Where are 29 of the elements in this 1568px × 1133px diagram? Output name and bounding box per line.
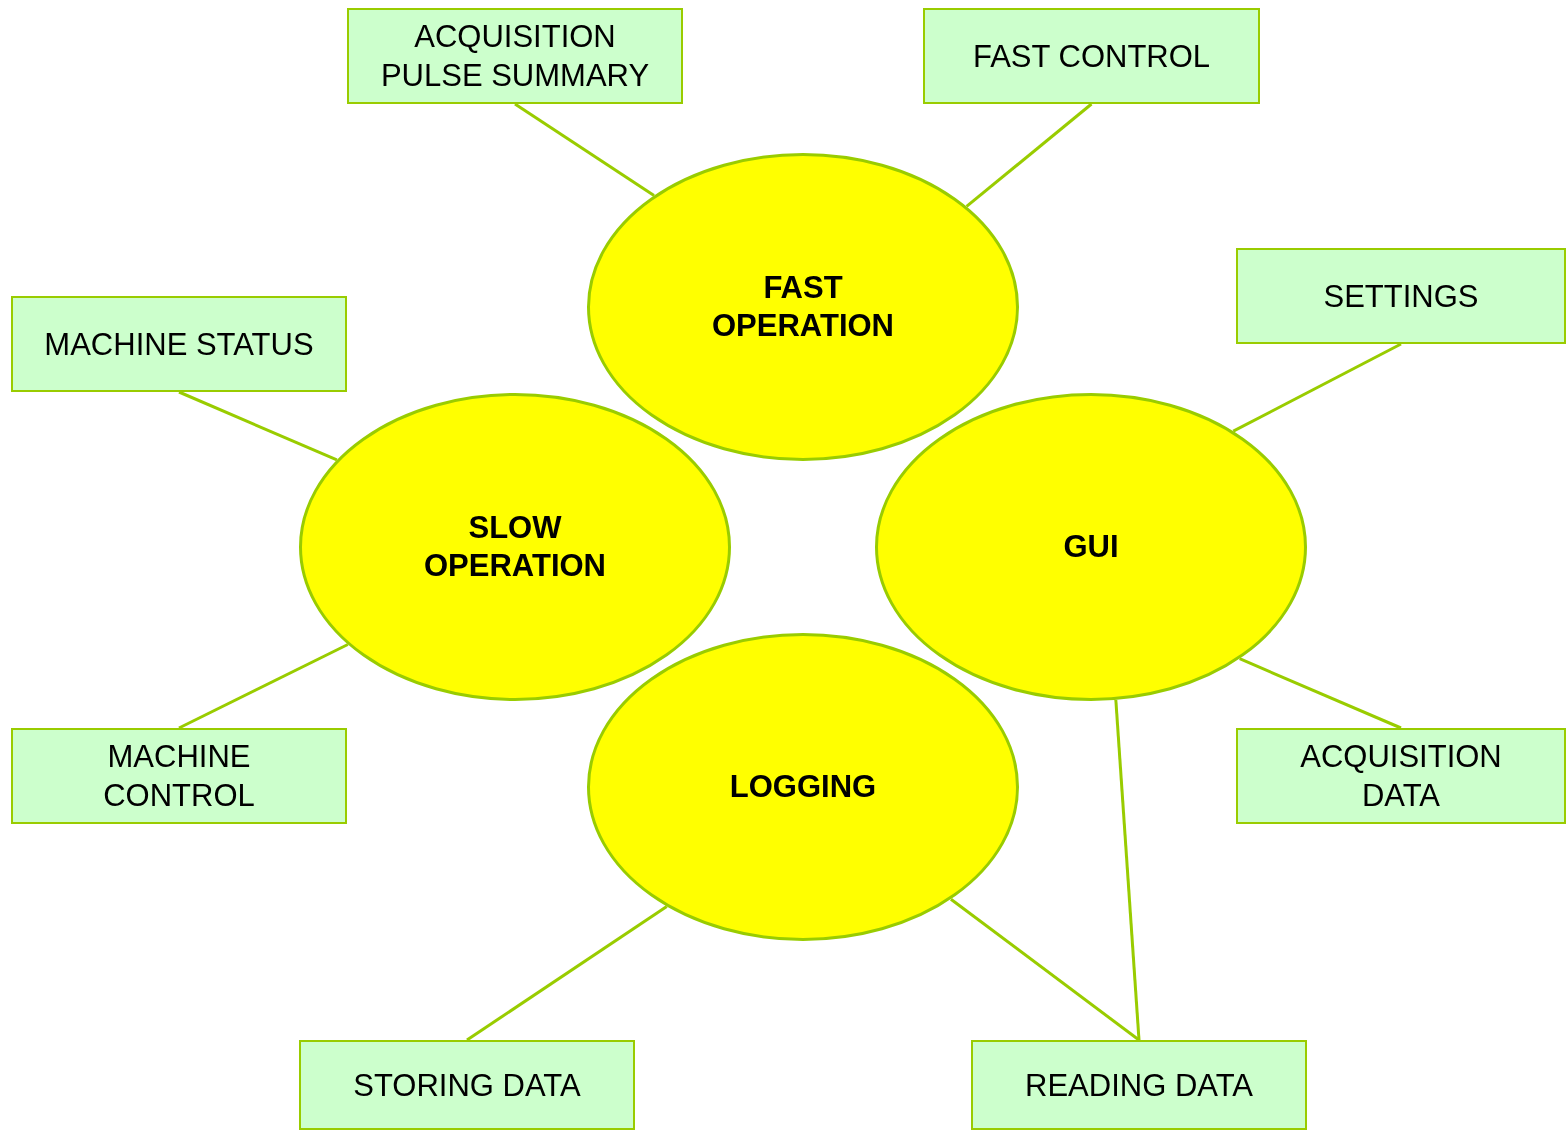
connector-line (1232, 342, 1402, 433)
subtopic-box (1236, 248, 1566, 344)
node-label: FAST CONTROL (972, 37, 1211, 76)
node-label: FAST OPERATION (711, 269, 895, 345)
node-label: SETTINGS (1323, 277, 1479, 316)
node-label: ACQUISITION DATA (1299, 738, 1503, 815)
node-label: GUI (1063, 528, 1119, 566)
node-label: SLOW OPERATION (423, 509, 607, 585)
subtopic-box (971, 1040, 1307, 1130)
subtopic-box (1236, 728, 1566, 824)
subtopic-box (347, 8, 683, 104)
subtopic-box (11, 728, 347, 824)
connector-line (950, 898, 1140, 1042)
node-label: READING DATA (1025, 1066, 1253, 1105)
connector-line (1114, 699, 1141, 1041)
subtopic-box (923, 8, 1260, 104)
subtopic-box (299, 1040, 635, 1130)
connector-line (178, 390, 338, 462)
node-label: LOGGING (729, 768, 877, 806)
node-label: MACHINE CONTROL (102, 738, 256, 815)
node-label: ACQUISITION PULSE SUMMARY (379, 18, 651, 95)
connector-line (178, 643, 349, 730)
node-label: MACHINE STATUS (44, 325, 314, 364)
subtopic-box (11, 296, 347, 392)
node-label: STORING DATA (353, 1066, 581, 1105)
connector-line (1239, 657, 1402, 730)
connector-line (965, 102, 1093, 208)
connector-line (514, 102, 655, 197)
connector-line (466, 905, 668, 1042)
